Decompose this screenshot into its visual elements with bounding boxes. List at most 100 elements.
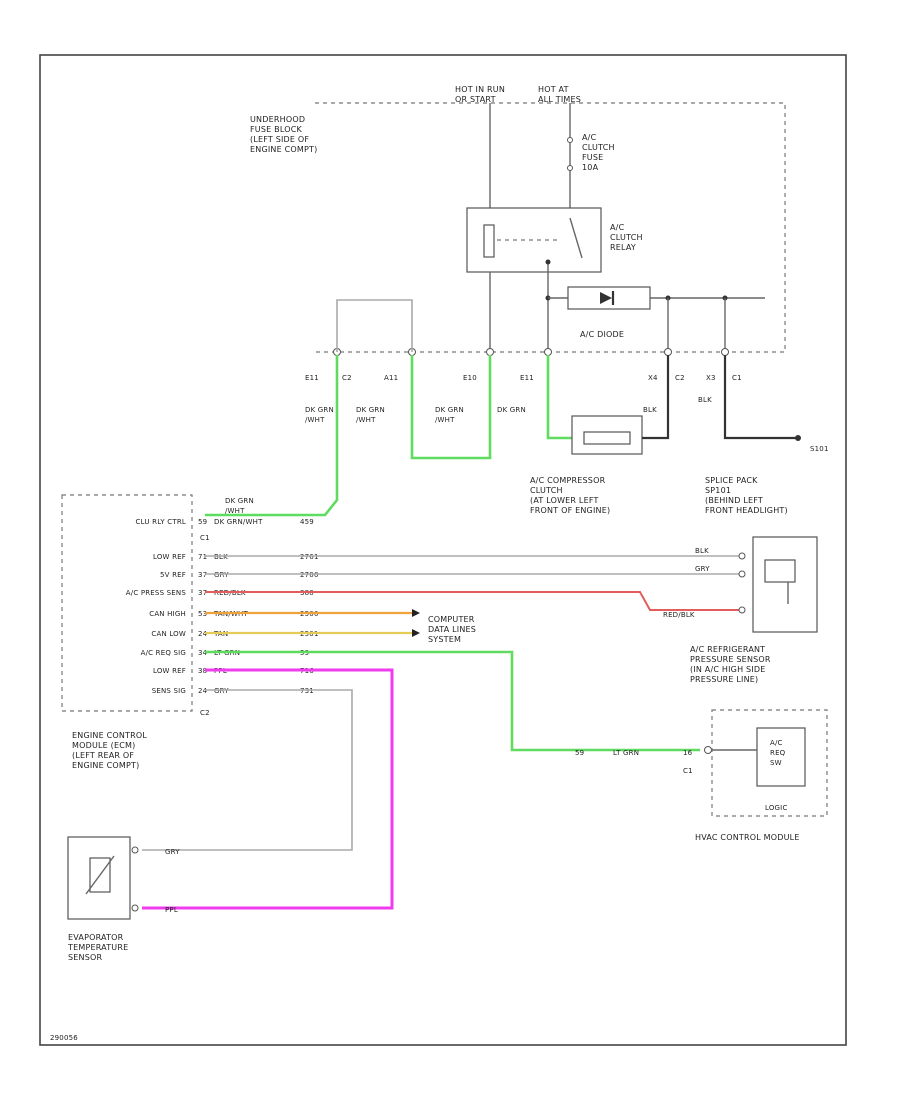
text-line: (LEFT REAR OF (72, 751, 134, 760)
diode-label: A/C DIODE (580, 330, 624, 339)
ecm-pin-name: LOW REF (153, 553, 186, 561)
ecm-pin-number: 24 (198, 630, 208, 638)
ecm-pin-name: CAN LOW (151, 630, 186, 638)
hvac-wire-circ: 59 (575, 749, 584, 757)
splice-dot (545, 259, 551, 265)
text-line: PRESSURE LINE) (690, 675, 758, 684)
ecm-circuit: 2700 (300, 571, 319, 579)
conn-a11: A11 (384, 374, 398, 382)
fuse-symbol-icon-2 (567, 165, 573, 171)
text-line: /WHT (305, 416, 325, 424)
wire-label-6: BLK (698, 396, 712, 404)
text-line: SW (770, 759, 782, 767)
text-line: /WHT (435, 416, 455, 424)
text-line: COMPUTER (428, 615, 475, 624)
text-line: UNDERHOOD (250, 115, 305, 124)
ecm-c1: C1 (200, 534, 210, 542)
ecm-wire-color: GRY (214, 571, 229, 579)
ecm-top-wire-label: DK GRN/WHT (225, 497, 254, 515)
text-line: 10A (582, 163, 599, 172)
ecm-pin-number: 24 (198, 687, 208, 695)
pin-e10 (486, 348, 494, 356)
conn-e11: E11 (305, 374, 319, 382)
hvac-c1: C1 (683, 767, 693, 775)
wire-label-4: DK GRN (497, 406, 526, 414)
wire-low-ref-ppl (142, 668, 394, 910)
ecm-pin-number: 38 (198, 667, 207, 675)
evap-thermistor-arrow-icon (85, 855, 115, 895)
conn-e10: E10 (463, 374, 477, 382)
text-line: (LEFT SIDE OF (250, 135, 309, 144)
text-line: (AT LOWER LEFT (530, 496, 599, 505)
ecm-wire-color: BLK (214, 553, 228, 561)
hvac-switch-box (756, 727, 806, 787)
ps-wire-red: RED/BLK (663, 611, 695, 619)
evap-wire-gry: GRY (165, 848, 180, 856)
ecm-pin-number: 53 (198, 610, 207, 618)
text-line: A/C (770, 739, 783, 747)
conn-c1: C1 (732, 374, 742, 382)
ps-pin-3 (738, 606, 746, 614)
ps-wire-blk: BLK (695, 547, 709, 555)
text-line: DK GRN (356, 406, 385, 414)
text-line: OR START (455, 95, 496, 104)
hvac-wire-pin: 16 (683, 749, 693, 757)
text-line: EVAPORATOR (68, 933, 124, 942)
text-line: (BEHIND LEFT (705, 496, 763, 505)
ecm-pin-name: SENS SIG (152, 687, 186, 695)
ecm-pin-name: A/C PRESS SENS (126, 589, 187, 597)
text-line: MODULE (ECM) (72, 741, 135, 750)
text-line: A/C (610, 223, 625, 232)
diode-icon (600, 292, 612, 304)
text-line: REQ (770, 749, 786, 757)
text-line: CLUTCH (530, 486, 563, 495)
text-line: CLUTCH (582, 143, 615, 152)
arrow-can-low-icon (412, 629, 420, 637)
ecm-pin-name: LOW REF (153, 667, 186, 675)
text-line: TEMPERATURE (67, 943, 128, 952)
ecm-wire-color: DK GRN/WHT (214, 518, 263, 526)
ps-pin-1 (738, 552, 746, 560)
pin-e11b (544, 348, 552, 356)
diagram-frame (39, 54, 847, 1046)
pin-x4 (664, 348, 672, 356)
hvac-pin (704, 746, 712, 754)
text-line: A/C REFRIGERANT (690, 645, 765, 654)
ecm-circuit: 2761 (300, 553, 319, 561)
hvac-wire-color: LT GRN (613, 749, 639, 757)
conn-s101: S101 (810, 445, 829, 453)
ecm-pin-name: CAN HIGH (149, 610, 186, 618)
text-line: CLUTCH (610, 233, 643, 242)
text-line: FUSE BLOCK (250, 125, 302, 134)
ecm-pin-name: CLU RLY CTRL (136, 518, 186, 526)
text-line: FRONT OF ENGINE) (530, 506, 610, 515)
wire-a11-loop (410, 355, 492, 460)
text-line: RELAY (610, 243, 636, 252)
text-line: A/C (582, 133, 597, 142)
arrow-can-high-icon (412, 609, 420, 617)
ecm-pin-number: 37 (198, 571, 207, 579)
loop-wire-top (336, 299, 413, 352)
text-line: /WHT (356, 416, 376, 424)
text-line: PRESSURE SENSOR (690, 655, 771, 664)
ps-wire-gry: GRY (695, 565, 710, 573)
evap-wire-ppl: PPL (165, 906, 178, 914)
text-line: HOT IN RUN (455, 85, 505, 94)
text-line: DK GRN (305, 406, 334, 414)
ps-pin-2 (738, 570, 746, 578)
hvac-sub-label: LOGIC (765, 804, 788, 812)
text-line: DATA LINES (428, 625, 476, 634)
wire-sens-sig-gry (142, 689, 353, 851)
hvac-inner-label: A/C REQ SW (770, 739, 786, 767)
text-line: ENGINE CONTROL (72, 731, 147, 740)
conn-c2: C2 (342, 374, 352, 382)
